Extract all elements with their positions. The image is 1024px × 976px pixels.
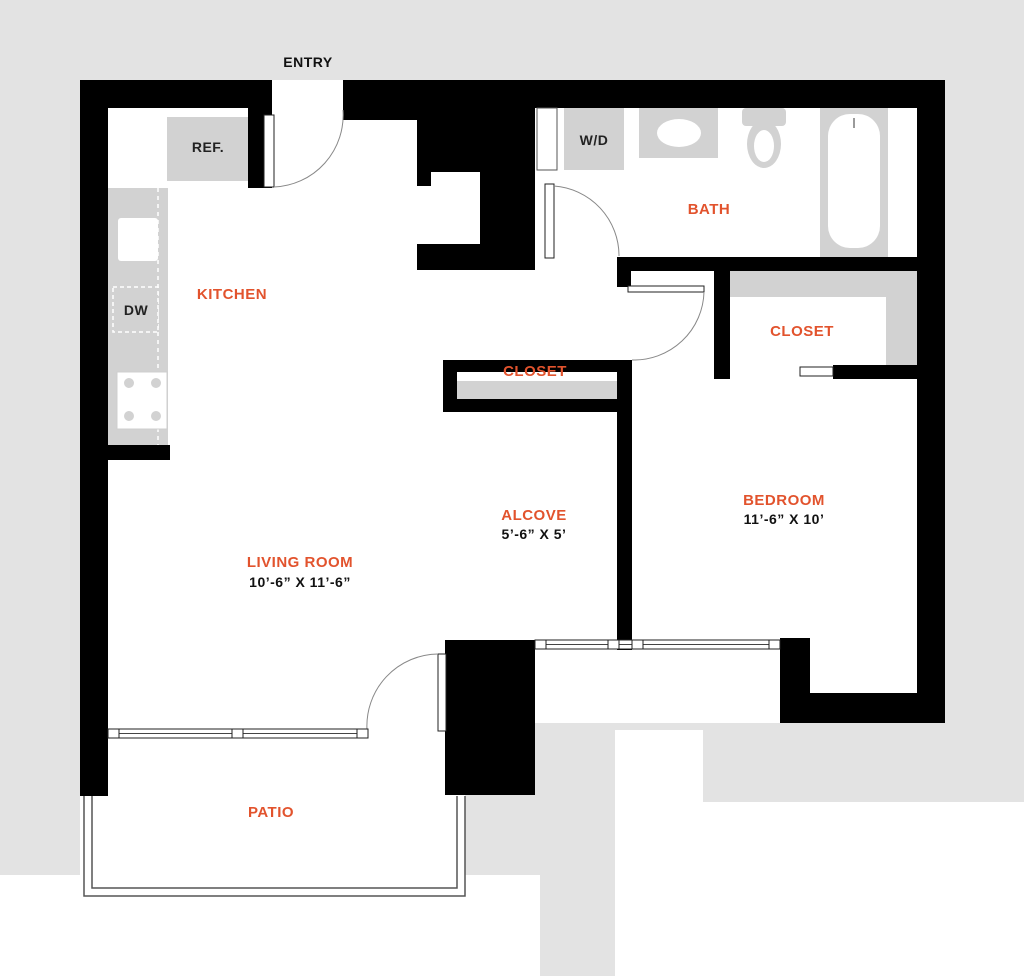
living-room-label: LIVING ROOM bbox=[247, 554, 353, 571]
bedroom-door bbox=[627, 285, 705, 293]
refrigerator bbox=[167, 117, 248, 181]
hall-closet-label: CLOSET bbox=[503, 363, 567, 380]
bedroom-dimensions: 11’-6” X 10’ bbox=[744, 511, 825, 527]
toilet bbox=[742, 108, 786, 168]
bedroom-window bbox=[534, 639, 781, 650]
bedroom-label: BEDROOM bbox=[743, 492, 825, 509]
entry-door bbox=[263, 114, 275, 188]
patio-door bbox=[437, 653, 447, 732]
kitchen-sink bbox=[118, 218, 158, 261]
bath-door bbox=[544, 183, 555, 259]
bath-label: BATH bbox=[688, 201, 731, 218]
bedroom-closet-shelf bbox=[730, 271, 917, 297]
living-room-dimensions: 10’-6” X 11’-6” bbox=[249, 574, 351, 590]
bedroom-closet-label: CLOSET bbox=[770, 323, 834, 340]
patio-railing bbox=[83, 796, 466, 897]
dw-label: DW bbox=[124, 302, 149, 318]
hall-closet-shelf bbox=[457, 381, 617, 399]
labels: ENTRY REF. W/D DW KITCHEN BATH CLOSET CL… bbox=[124, 54, 834, 821]
patio-label: PATIO bbox=[248, 804, 294, 821]
washer-dryer bbox=[564, 108, 624, 170]
bathtub bbox=[820, 108, 888, 257]
kitchen-label: KITCHEN bbox=[197, 286, 267, 303]
walls bbox=[80, 80, 945, 796]
closet-door bbox=[799, 366, 834, 377]
entry-label: ENTRY bbox=[283, 54, 333, 70]
living-window bbox=[107, 728, 369, 739]
dishwasher bbox=[112, 286, 159, 333]
alcove-dimensions: 5’-6” X 5’ bbox=[502, 526, 567, 542]
fixtures bbox=[108, 107, 917, 445]
wd-label: W/D bbox=[580, 132, 609, 148]
ref-label: REF. bbox=[192, 139, 224, 155]
doors-and-windows bbox=[83, 109, 834, 897]
alcove-label: ALCOVE bbox=[501, 507, 567, 524]
